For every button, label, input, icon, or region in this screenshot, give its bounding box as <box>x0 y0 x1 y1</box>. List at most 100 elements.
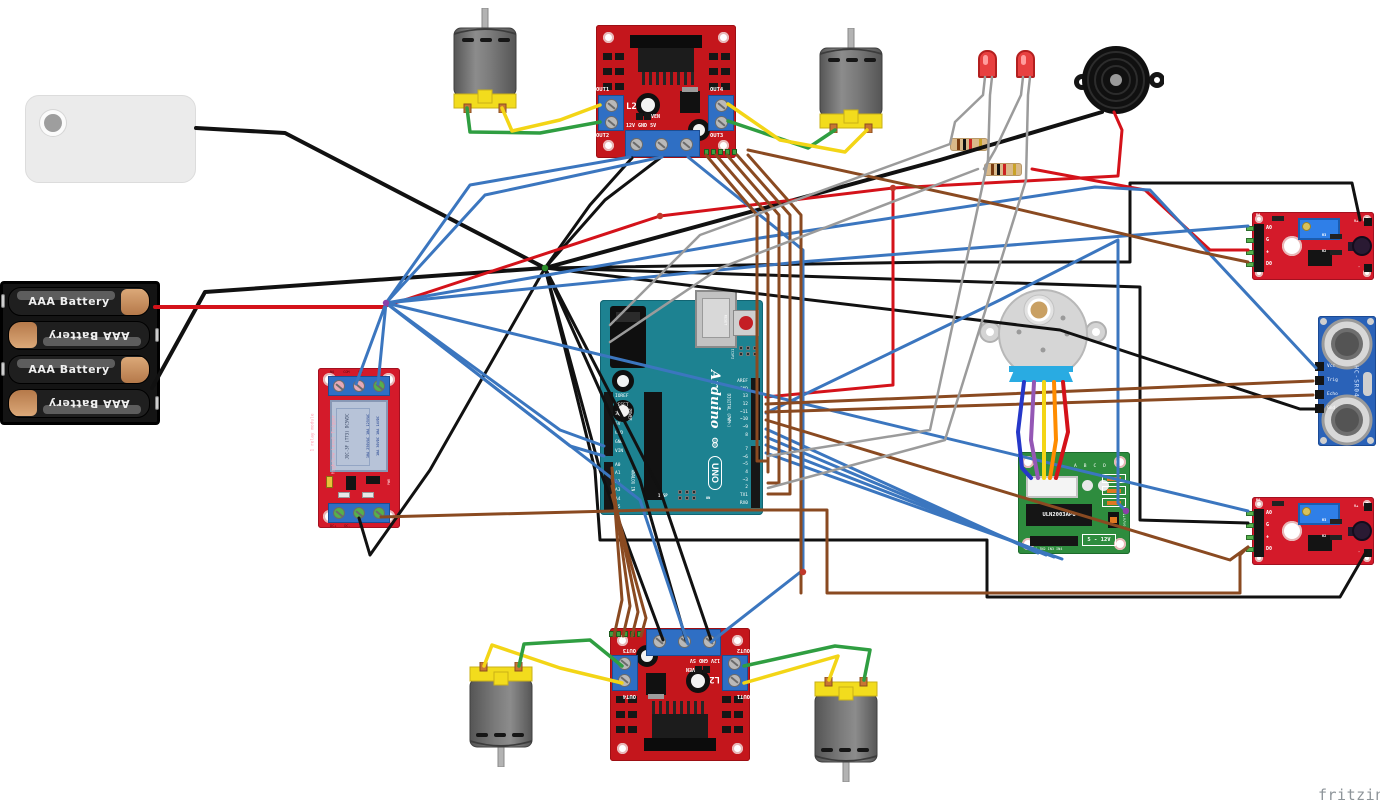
pin-header[interactable] <box>1254 509 1264 557</box>
wire[interactable] <box>384 301 606 448</box>
out12-terminal[interactable] <box>598 95 624 131</box>
wire[interactable] <box>1030 167 1250 252</box>
wire[interactable] <box>764 435 1048 557</box>
digital-header-top[interactable] <box>751 378 760 440</box>
wire[interactable] <box>543 156 634 270</box>
icsp2-label: ICSP2 <box>730 348 735 360</box>
wire[interactable] <box>764 418 1250 562</box>
ref-label: R3 <box>1322 518 1327 522</box>
wire[interactable] <box>194 126 547 270</box>
ref-label: R2 <box>1322 534 1327 538</box>
pin-label: A3 <box>615 488 621 494</box>
dc-motor-bottom-left[interactable] <box>468 662 534 767</box>
piezo-buzzer[interactable] <box>1072 40 1164 124</box>
pin-label: A4 <box>615 496 621 502</box>
power-terminal[interactable] <box>646 629 721 656</box>
pin-label: Gnd <box>1327 406 1336 411</box>
dc-motor-graphic <box>453 8 517 113</box>
wire[interactable] <box>610 493 648 638</box>
pin-label: Echo <box>1327 392 1338 397</box>
pin-label: GND <box>615 430 624 436</box>
jumper[interactable] <box>1108 512 1119 528</box>
wire[interactable] <box>982 75 1025 171</box>
wire[interactable] <box>948 75 987 146</box>
dc-motor-graphic <box>814 677 878 782</box>
pin-header[interactable] <box>1254 224 1264 272</box>
hc-name: HC-SR04 <box>1352 365 1360 398</box>
on-label: ON <box>706 496 711 500</box>
wire-junction[interactable] <box>382 299 390 307</box>
wire[interactable] <box>381 214 662 309</box>
pin-label: A0 <box>1266 225 1273 231</box>
resistor-1[interactable] <box>950 138 988 151</box>
heatsink <box>630 35 702 48</box>
relay-side-label-1: 1 relay module <box>310 413 316 452</box>
dc-motor-graphic <box>469 662 533 767</box>
relay-input-terminal[interactable] <box>328 503 390 523</box>
wire[interactable] <box>764 427 1040 555</box>
pin-label: A0 <box>615 463 621 468</box>
pin-label: + <box>1266 249 1270 255</box>
battery-cell: AAA Battery <box>5 319 153 352</box>
out2-label: OUT2 <box>736 647 750 653</box>
icsp2-header[interactable] <box>739 346 758 356</box>
relay-output-terminal[interactable] <box>328 376 390 396</box>
digital-header-bottom[interactable] <box>751 446 760 508</box>
wire-junction[interactable] <box>656 212 664 220</box>
infinity-logo-icon <box>712 437 718 448</box>
relay-led <box>326 476 333 488</box>
wire[interactable] <box>517 638 624 668</box>
rfid-tag[interactable] <box>25 95 196 183</box>
out34-terminal[interactable] <box>612 655 638 691</box>
wire[interactable] <box>742 644 872 682</box>
wire[interactable] <box>608 142 952 327</box>
led-red-1[interactable] <box>978 50 997 78</box>
wire-junction[interactable] <box>889 184 897 192</box>
wire[interactable] <box>543 156 662 270</box>
wire[interactable] <box>384 224 1250 305</box>
out12-terminal[interactable] <box>722 655 748 691</box>
wire[interactable] <box>384 185 1318 370</box>
input-header[interactable] <box>1030 536 1078 546</box>
icsp-header[interactable] <box>678 490 697 500</box>
power-terminal[interactable] <box>625 130 700 157</box>
wire[interactable] <box>384 155 664 305</box>
regulator <box>680 87 700 113</box>
mount-hole <box>732 635 743 646</box>
wire[interactable] <box>764 186 895 399</box>
l298-chip <box>652 714 708 738</box>
out1-label: OUT1 <box>596 87 610 93</box>
l298n-driver-top[interactable]: L298N OUT1 OUT2 OUT4 OUT3 12V GND 5V 5VE… <box>596 25 737 158</box>
dc-motor-top-right[interactable] <box>818 28 884 133</box>
power-header[interactable] <box>604 392 613 456</box>
resistor-2[interactable] <box>984 163 1022 176</box>
mount-hole <box>603 32 614 43</box>
stepper-motor[interactable] <box>975 270 1115 405</box>
analog-header[interactable] <box>604 462 613 512</box>
l298n-driver-bottom[interactable]: L298N OUT1 OUT2 OUT4 OUT3 12V GND 5V 5VE… <box>609 628 750 761</box>
dc-motor-bottom-right[interactable] <box>813 677 879 782</box>
wire[interactable] <box>543 181 1362 270</box>
out4-label: OUT4 <box>710 87 724 93</box>
capacitor <box>612 370 634 392</box>
battery-holder[interactable]: AAA Battery AAA Battery AAA Battery AAA … <box>0 281 160 425</box>
out4-label: OUT4 <box>622 693 636 699</box>
wire-junction[interactable] <box>541 264 549 272</box>
stepper-socket[interactable] <box>1026 476 1078 498</box>
analog-caption: ANALOG IN <box>630 469 636 492</box>
wire-junction[interactable] <box>799 568 807 576</box>
dc-motor-top-left[interactable] <box>452 8 518 113</box>
wire[interactable] <box>384 301 606 458</box>
out34-terminal[interactable] <box>708 95 734 131</box>
led-red-2[interactable] <box>1016 50 1035 78</box>
wire[interactable] <box>766 75 994 458</box>
wire[interactable] <box>764 443 1056 559</box>
wire[interactable] <box>384 155 632 305</box>
